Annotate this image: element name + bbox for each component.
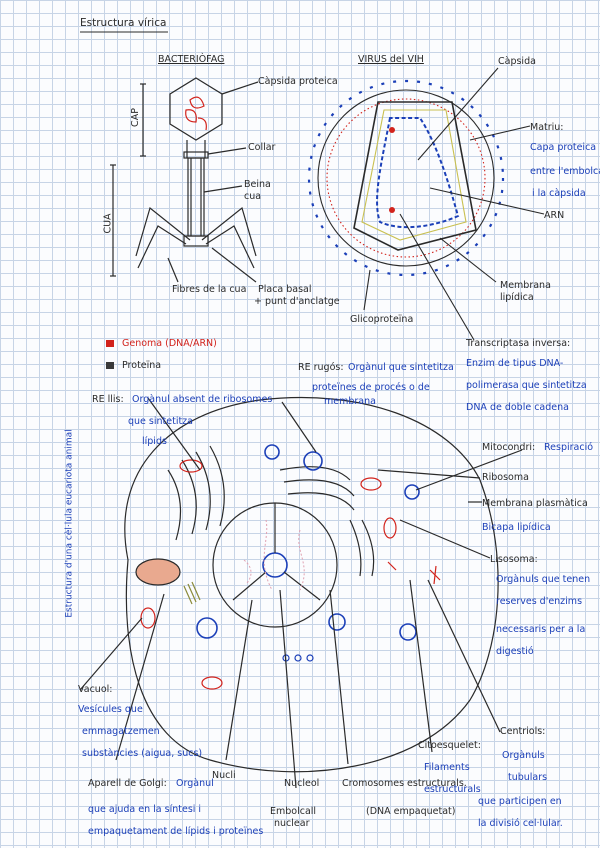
label-cap: CAP [130, 108, 141, 127]
mitocondri-desc: Respiració [544, 442, 593, 453]
centriols-desc-3: que participen en [478, 796, 562, 807]
label-collar: Collar [248, 142, 275, 153]
label-capsida: Càpsida [498, 56, 536, 67]
transcriptasa-desc-2: polimerasa que sintetitza [466, 380, 587, 391]
label-arn: ARN [544, 210, 564, 221]
label-nucleol: Nucleol [284, 778, 319, 789]
matriu-desc-3: i la càpsida [532, 188, 586, 199]
cell-side-title: Estructura d'una cèl·lula eucariota anim… [65, 429, 76, 617]
label-glicoproteina: Glicoproteïna [350, 314, 413, 325]
cromosomes-desc: (DNA empaquetat) [366, 806, 455, 817]
centriols-desc-4: la divisió cel·lular. [478, 818, 563, 829]
re-rugos-desc-1: Orgànul que sintetitza [348, 362, 454, 373]
lisosoma-desc-4: digestió [496, 646, 534, 657]
bacteriophage-title: BACTERIÒFAG [158, 54, 224, 65]
label-bicapa-lipidica: Bicapa lipídica [482, 522, 551, 533]
matriu-desc-2: entre l'embolcall [530, 166, 600, 177]
re-llis-desc-3: lípids [142, 436, 167, 447]
vacuol-desc-2: emmagatzemen [82, 726, 160, 737]
lisosoma-desc-3: necessaris per a la [496, 624, 585, 635]
label-punt-anclatge: + punt d'anclatge [254, 296, 340, 307]
golgi-desc-2: que ajuda en la síntesi i [88, 804, 201, 815]
label-placa-basal: Placa basal [258, 284, 312, 295]
lisosoma-title: Lisosoma: [490, 554, 538, 565]
label-ribosoma: Ribosoma [482, 472, 529, 483]
legend-dark-swatch [106, 362, 114, 369]
citoesquelet-desc-1: Filaments [424, 762, 470, 773]
centriols-desc-2: tubulars [508, 772, 547, 783]
matriu-desc-1: Capa proteica [530, 142, 596, 153]
re-llis-desc-1: Orgànul absent de ribosomes [132, 394, 272, 405]
golgi-desc-1: Orgànul [176, 778, 214, 789]
label-beina: Beina [244, 179, 271, 190]
label-fibres: Fibres de la cua [172, 284, 246, 295]
label-membrana-plasmatica: Membrana plasmàtica [482, 498, 588, 509]
label-embolcall: Embolcall [270, 806, 316, 817]
golgi-desc-3: empaquetament de lípids i proteïnes [88, 826, 263, 837]
legend-red-swatch [106, 340, 114, 347]
hiv-title: VIRUS del VIH [358, 54, 424, 65]
re-rugos-desc-3: membrana [324, 396, 376, 407]
re-llis-desc-2: que sintetitza [128, 416, 193, 427]
mitocondri-title: Mitocondri: [482, 442, 535, 453]
label-capsida-proteica: Càpsida proteica [258, 76, 338, 87]
transcriptasa-title: Transcriptasa inversa: [466, 338, 570, 349]
re-rugos-desc-2: proteïnes de procés o de [312, 382, 430, 393]
transcriptasa-desc-1: Enzim de tipus DNA- [466, 358, 563, 369]
legend-proteina: Proteïna [122, 360, 161, 371]
legend-genoma: Genoma (DNA/ARN) [122, 338, 217, 349]
page-title: Estructura vírica [80, 18, 166, 29]
lisosoma-desc-1: Orgànuls que tenen [496, 574, 590, 585]
vacuol-title: Vacuol: [78, 684, 112, 695]
citoesquelet-title: Citoesquelet: [418, 740, 481, 751]
centriols-title: Centriols: [500, 726, 545, 737]
transcriptasa-desc-3: DNA de doble cadena [466, 402, 569, 413]
label-cua: CUA [103, 213, 114, 233]
centriols-desc-1: Orgànuls [502, 750, 545, 761]
re-rugos-title: RE rugós: [298, 362, 344, 373]
vacuol-desc-1: Vesícules que [78, 704, 143, 715]
label-nucli: Nucli [212, 770, 236, 781]
label-cua-beina: cua [244, 191, 261, 202]
label-matriu: Matriu: [530, 122, 564, 133]
citoesquelet-desc-2: estructurals [424, 784, 481, 795]
golgi-title: Aparell de Golgi: [88, 778, 167, 789]
re-llis-title: RE llis: [92, 394, 124, 405]
label-membrana-lipidica-2: lipídica [500, 292, 534, 303]
lisosoma-desc-2: reserves d'enzims [496, 596, 582, 607]
label-membrana-lipidica-1: Membrana [500, 280, 551, 291]
label-nuclear: nuclear [274, 818, 309, 829]
vacuol-desc-3: substàncies (aigua, sucs) [82, 748, 202, 759]
